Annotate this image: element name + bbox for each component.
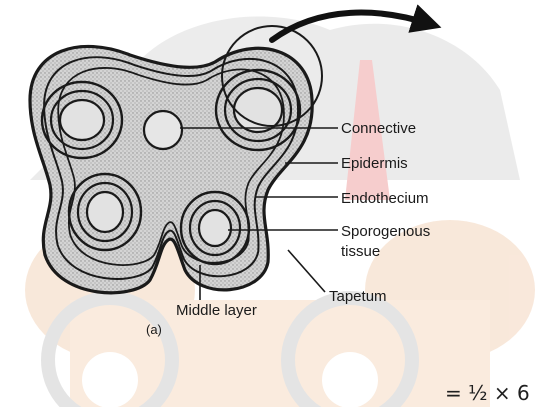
- label-sporogenous: Sporogenous: [341, 223, 430, 240]
- label-tissue: tissue: [341, 243, 380, 260]
- label-epidermis: Epidermis: [341, 155, 408, 172]
- connective-circle: [144, 111, 182, 149]
- footer-formula: = ½ × 6: [445, 381, 530, 405]
- label-middle-layer: Middle layer: [176, 302, 257, 319]
- figure-tag: (a): [146, 322, 162, 337]
- label-connective: Connective: [341, 120, 416, 137]
- label-tapetum: Tapetum: [329, 288, 387, 305]
- label-endothecium: Endothecium: [341, 190, 429, 207]
